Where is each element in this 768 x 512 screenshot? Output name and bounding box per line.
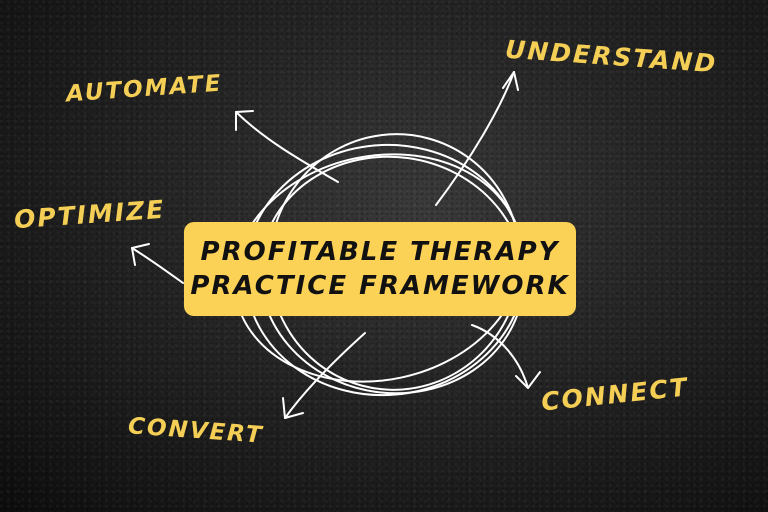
framework-title-line1: PROFITABLE THERAPY	[200, 237, 560, 267]
arrow-convert	[284, 332, 366, 419]
framework-title-line2: PRACTICE FRAMEWORK	[190, 271, 570, 301]
arrow-optimize	[131, 247, 184, 284]
framework-title-box: PROFITABLE THERAPY PRACTICE FRAMEWORK	[184, 222, 576, 316]
arrow-connect	[471, 324, 529, 389]
arrow-understand	[435, 71, 515, 206]
arrow-automate	[235, 111, 339, 183]
